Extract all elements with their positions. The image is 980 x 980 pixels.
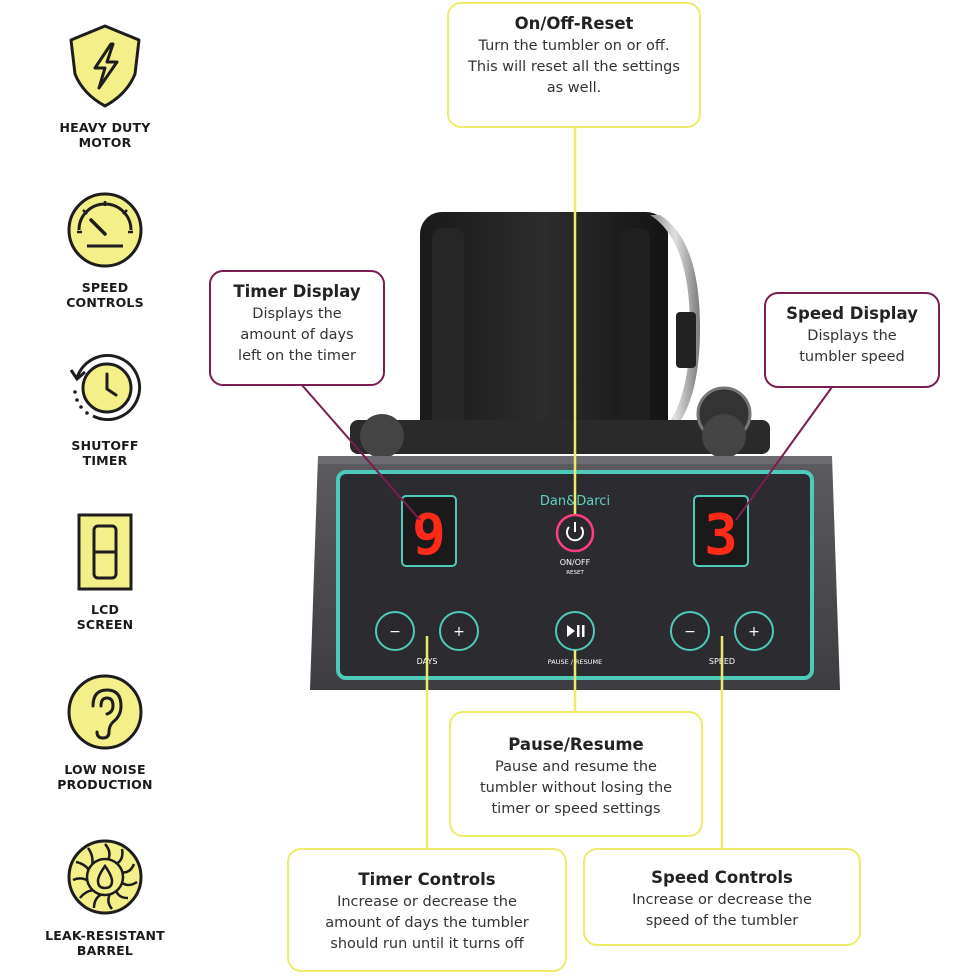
power-label: ON/OFF xyxy=(560,558,591,567)
rollers xyxy=(350,386,770,458)
callout-body-line: Turn the tumbler on or off. xyxy=(478,38,670,54)
feature-label: LCD xyxy=(90,602,120,617)
callout-body-line: This will reset all the settings xyxy=(468,59,680,75)
digit-eight-icon xyxy=(77,513,133,591)
plus-icon: + xyxy=(748,624,760,640)
callout-body-line: Displays the xyxy=(807,328,897,344)
minus-icon: − xyxy=(684,624,696,640)
callout-body-line: tumbler without losing the xyxy=(479,780,673,796)
callout-title: Speed Display xyxy=(786,304,918,323)
callout-title: Timer Controls xyxy=(358,870,496,889)
feature-label: BARREL xyxy=(76,943,134,958)
speed-display: 3 xyxy=(693,495,749,568)
callout-title: Pause/Resume xyxy=(508,735,644,754)
callout-body-line: Pause and resume the xyxy=(495,759,657,775)
callout-body-line: Displays the xyxy=(252,306,342,322)
pause-icon-bar-1 xyxy=(577,625,580,637)
speedometer-icon xyxy=(67,192,143,268)
speed-display-connector xyxy=(735,386,833,521)
callout-body-line: tumbler speed xyxy=(799,349,905,365)
feature-label: SPEED xyxy=(81,280,129,295)
connector-lines xyxy=(300,126,833,850)
callout-body-line: Increase or decrease the xyxy=(337,894,517,910)
feature-label: MOTOR xyxy=(78,135,132,150)
callout-body-line: left on the timer xyxy=(238,348,356,364)
lightning-bolt-icon xyxy=(69,24,141,108)
feature-label: LEAK-RESISTANT xyxy=(45,928,165,943)
feature-label: TIMER xyxy=(82,453,128,468)
feature-label: HEAVY DUTY xyxy=(59,120,151,135)
callout-body-line: amount of days xyxy=(240,327,354,343)
power-button[interactable] xyxy=(555,513,595,553)
barrel xyxy=(420,212,700,444)
callout-body-line: amount of days the tumbler xyxy=(325,915,529,931)
callout-on-off-reset: On/Off-Reset Turn the tumbler on or off.… xyxy=(447,2,701,128)
speed-digit: 3 xyxy=(704,503,738,568)
callout-timer-controls: Timer Controls Increase or decrease the … xyxy=(287,848,567,972)
callout-body-line: timer or speed settings xyxy=(491,801,661,817)
timer-display: 9 xyxy=(401,495,457,568)
minus-icon: − xyxy=(389,624,401,640)
callout-timer-display: Timer Display Displays the amount of day… xyxy=(209,270,385,386)
pause-resume-button[interactable] xyxy=(555,611,595,651)
callout-body-line: speed of the tumbler xyxy=(645,913,799,929)
pause-icon-bar-2 xyxy=(582,625,585,637)
callout-body-line: as well. xyxy=(546,80,602,96)
play-icon xyxy=(567,625,575,637)
callout-body-line: should run until it turns off xyxy=(330,936,524,952)
callout-speed-controls: Speed Controls Increase or decrease the … xyxy=(583,848,861,946)
callout-speed-display: Speed Display Displays the tumbler speed xyxy=(764,292,940,388)
callout-title: Speed Controls xyxy=(651,868,793,887)
speed-plus-button[interactable]: + xyxy=(734,611,774,651)
feature-label: PRODUCTION xyxy=(57,777,153,792)
callout-title: On/Off-Reset xyxy=(514,14,634,33)
callout-pause-resume: Pause/Resume Pause and resume the tumble… xyxy=(449,711,703,837)
water-drop-icon xyxy=(67,839,143,915)
feature-label: SHUTOFF xyxy=(71,438,139,453)
plus-icon: + xyxy=(453,624,465,640)
power-icon xyxy=(566,526,584,542)
speed-minus-button[interactable]: − xyxy=(670,611,710,651)
feature-label: CONTROLS xyxy=(66,295,144,310)
callout-title: Timer Display xyxy=(233,282,361,301)
feature-label: LOW NOISE xyxy=(64,762,146,777)
days-plus-button[interactable]: + xyxy=(439,611,479,651)
ear-icon xyxy=(67,674,143,750)
callout-body-line: Increase or decrease the xyxy=(632,892,812,908)
power-sublabel: RESET xyxy=(566,570,584,576)
days-minus-button[interactable]: − xyxy=(375,611,415,651)
timer-display-connector xyxy=(300,383,421,521)
timer-digit: 9 xyxy=(412,503,446,568)
clock-timer-icon xyxy=(69,354,142,421)
feature-label: SCREEN xyxy=(76,617,134,632)
